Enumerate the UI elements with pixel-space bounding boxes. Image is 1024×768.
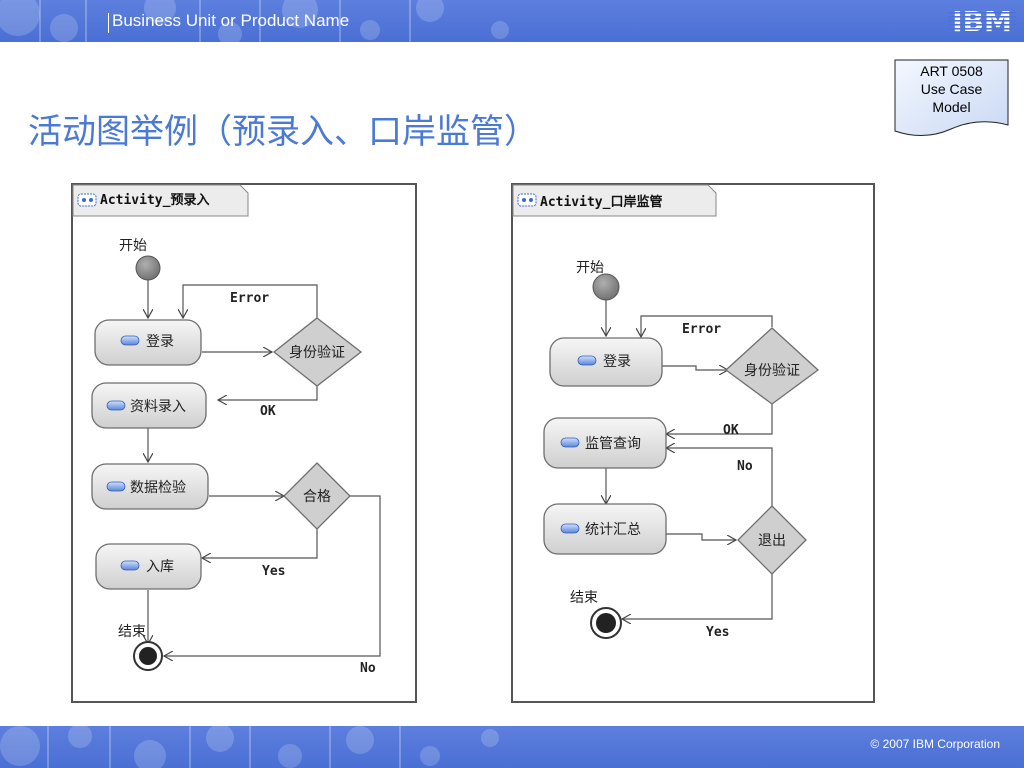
decision-exit-label: 退出 <box>758 533 786 549</box>
edge-error <box>641 315 773 337</box>
edge-label-ok: OK <box>260 404 276 419</box>
activity-diagram-data-entry: Activity_预录入 开始 Error OK Yes No 登录 资料录入 … <box>71 183 417 703</box>
decision-identity-label: 身份验证 <box>744 363 800 379</box>
edge-ok <box>666 404 773 434</box>
edge-label-ok: OK <box>723 423 739 438</box>
header-separator <box>108 13 109 33</box>
action-login: 登录 <box>549 337 663 387</box>
edge-yes <box>622 574 773 619</box>
action-icon <box>106 400 126 411</box>
model-note: ART 0508 Use Case Model <box>894 59 1010 139</box>
end-label: 结束 <box>118 624 146 640</box>
end-node <box>590 607 622 639</box>
action-login-label: 登录 <box>146 334 174 350</box>
start-node <box>592 273 620 301</box>
footer-bar: © 2007 IBM Corporation <box>0 726 1024 768</box>
header-bar: Business Unit or Product Name IBM <box>0 0 1024 42</box>
diagram-tab-label: Activity_预录入 <box>100 193 209 208</box>
start-label: 开始 <box>576 260 604 276</box>
edge-label-yes: Yes <box>262 564 285 579</box>
footer-decoration <box>0 726 499 768</box>
diagram-tab-label: Activity_口岸监管 <box>540 194 662 210</box>
action-icon <box>560 437 580 448</box>
edge-no <box>666 448 773 506</box>
page-title: 活动图举例（预录入、口岸监管） <box>28 112 538 152</box>
diagram-tab <box>72 184 249 217</box>
decision-identity: 身份验证 <box>724 327 820 405</box>
action-login: 登录 <box>94 319 202 366</box>
decision-identity-label: 身份验证 <box>289 345 345 361</box>
action-login-label: 登录 <box>603 354 631 370</box>
end-label: 结束 <box>570 590 598 606</box>
edge-login-identity <box>662 366 728 370</box>
activity-icon <box>517 193 537 207</box>
action-summary: 统计汇总 <box>543 503 667 555</box>
activity-icon <box>77 193 97 207</box>
decision-identity: 身份验证 <box>272 317 363 387</box>
note-line1: ART 0508 <box>920 63 983 79</box>
action-data-check-label: 数据检验 <box>130 480 186 496</box>
edge-label-error: Error <box>682 322 721 337</box>
action-icon <box>120 560 140 571</box>
edge-summary-exit <box>666 533 736 540</box>
ibm-logo: IBM <box>948 6 1016 36</box>
action-icon <box>106 481 126 492</box>
action-data-entry-label: 资料录入 <box>130 399 186 415</box>
diagram-frame <box>71 183 417 703</box>
edge-no <box>164 495 381 656</box>
action-summary-label: 统计汇总 <box>585 522 641 538</box>
action-warehouse-label: 入库 <box>146 559 174 575</box>
header-decoration <box>0 0 509 42</box>
action-data-entry: 资料录入 <box>91 382 207 429</box>
action-warehouse: 入库 <box>95 543 202 590</box>
start-node <box>135 255 161 281</box>
edge-yes <box>202 528 318 558</box>
action-data-check: 数据检验 <box>91 463 209 510</box>
action-icon <box>120 335 140 346</box>
edge-error <box>183 284 318 330</box>
action-icon <box>577 355 597 366</box>
action-query-label: 监管查询 <box>585 436 641 452</box>
note-shape <box>894 59 1009 136</box>
activity-diagram-port-supervision: Activity_口岸监管 开始 Error OK No Yes 登录 监管查询… <box>511 183 875 703</box>
decision-exit: 退出 <box>737 505 807 575</box>
decision-pass: 合格 <box>283 462 351 530</box>
edge-label-error: Error <box>230 291 269 306</box>
diagram-tab <box>512 184 717 217</box>
action-icon <box>560 523 580 534</box>
edge-label-yes: Yes <box>706 625 729 640</box>
start-label: 开始 <box>119 238 147 254</box>
edge-label-no: No <box>737 459 753 474</box>
decision-pass-label: 合格 <box>303 489 331 505</box>
action-query: 监管查询 <box>543 417 667 469</box>
business-unit-name: Business Unit or Product Name <box>112 11 350 30</box>
note-line2: Use Case <box>920 81 983 97</box>
end-node <box>133 641 163 671</box>
note-line3: Model <box>932 99 971 115</box>
copyright-text: © 2007 IBM Corporation <box>870 737 1000 751</box>
edge-label-no: No <box>360 661 376 676</box>
